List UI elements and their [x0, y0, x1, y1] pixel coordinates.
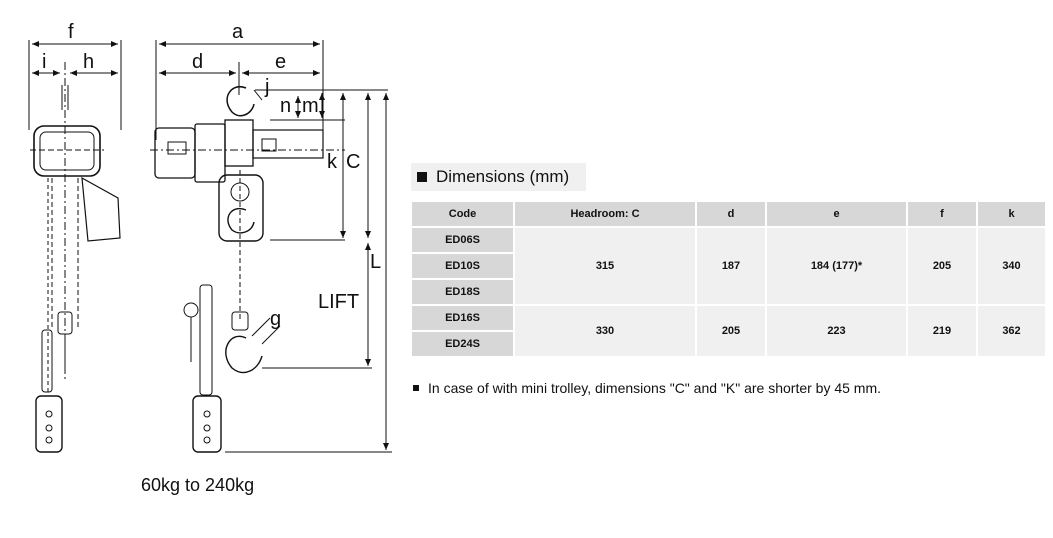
dim-label-i: i	[42, 51, 46, 73]
code-cell: ED18S	[412, 280, 513, 304]
table-row: ED16S 330 205 223 219 362	[412, 306, 1045, 356]
header-f: f	[908, 202, 976, 226]
header-d: d	[697, 202, 765, 226]
dim-label-g: g	[270, 308, 281, 330]
e-cell: 184 (177)*	[767, 228, 906, 304]
code-cell: ED16S	[412, 306, 513, 330]
header-headroom: Headroom: C	[515, 202, 695, 226]
code-cell: ED24S	[412, 332, 513, 356]
footnote-text: In case of with mini trolley, dimensions…	[428, 380, 882, 396]
dimensions-table: Code Headroom: C d e f k ED06S 315 187 1…	[410, 200, 1047, 358]
headroom-cell: 330	[515, 306, 695, 356]
dim-label-h: h	[83, 51, 94, 73]
dim-label-L: L	[370, 251, 381, 273]
hoist-technical-drawing: f i h a d e j n m k C L LIFT g	[28, 21, 392, 453]
section-title: Dimensions (mm)	[411, 163, 586, 191]
k-cell: 362	[978, 306, 1045, 356]
dim-label-f: f	[68, 21, 74, 43]
table-row: ED24S	[412, 332, 1045, 356]
dim-label-m: m	[302, 95, 319, 117]
square-bullet-icon	[413, 385, 419, 391]
headroom-cell: 315	[515, 228, 695, 304]
dim-label-a: a	[232, 21, 244, 43]
dim-label-n: n	[280, 95, 291, 117]
table-row: ED06S 315 187 184 (177)* 205 340	[412, 228, 1045, 304]
f-cell: 219	[908, 306, 976, 356]
dim-label-j: j	[264, 76, 269, 98]
header-k: k	[978, 202, 1045, 226]
k-cell: 340	[978, 228, 1045, 304]
section-title-label: Dimensions (mm)	[436, 167, 570, 186]
square-bullet-icon	[417, 172, 427, 182]
code-cell: ED10S	[412, 254, 513, 278]
dim-label-e: e	[275, 51, 286, 73]
d-cell: 187	[697, 228, 765, 304]
table-header-row: Code Headroom: C d e f k	[412, 202, 1045, 226]
dim-label-d: d	[192, 51, 203, 73]
f-cell: 205	[908, 228, 976, 304]
dim-label-C: C	[346, 151, 360, 173]
table-row: ED18S	[412, 280, 1045, 304]
dim-label-lift: LIFT	[318, 291, 359, 313]
capacity-caption: 60kg to 240kg	[141, 475, 255, 495]
footnote: In case of with mini trolley, dimensions…	[413, 380, 881, 396]
e-cell: 223	[767, 306, 906, 356]
code-cell: ED06S	[412, 228, 513, 252]
dim-label-k: k	[327, 151, 338, 173]
header-code: Code	[412, 202, 513, 226]
table-row: ED10S	[412, 254, 1045, 278]
header-e: e	[767, 202, 906, 226]
d-cell: 205	[697, 306, 765, 356]
